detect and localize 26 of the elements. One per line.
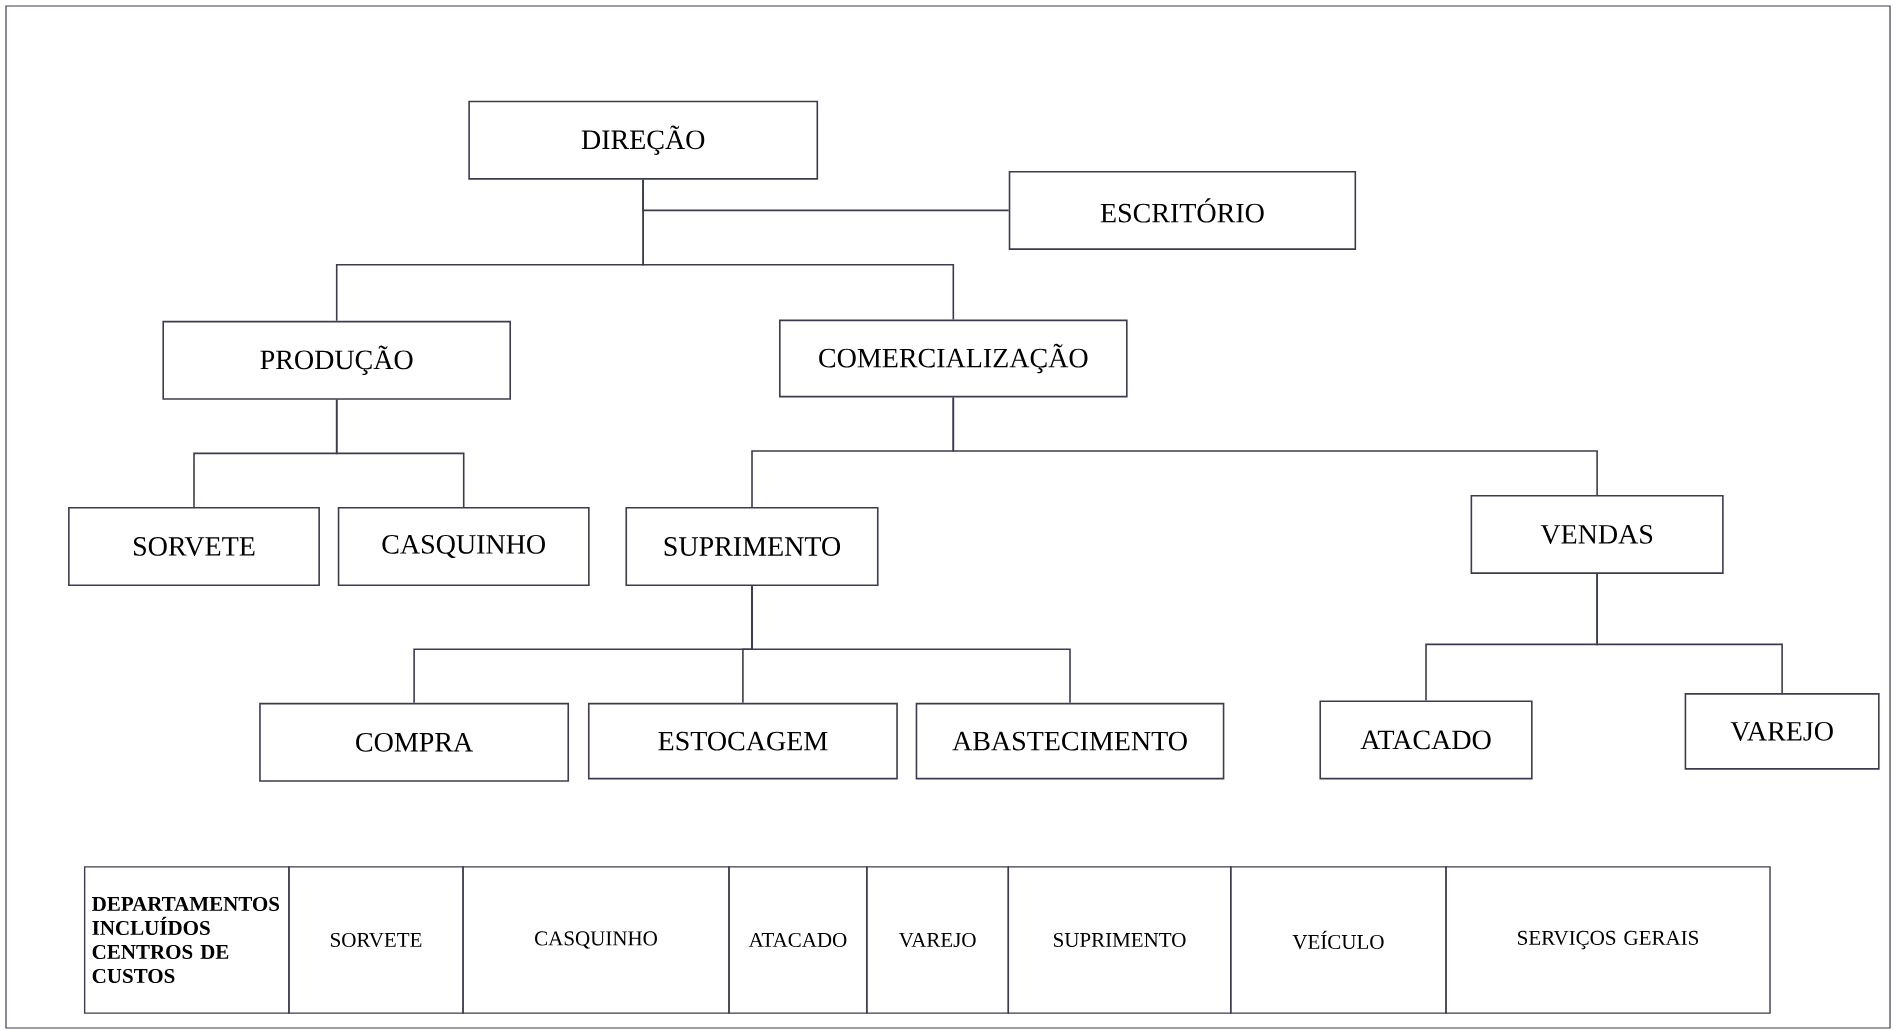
department-box: COMERCIALIZAÇÃO: [779, 319, 1128, 398]
table-cell: VEÍCULO: [1230, 866, 1447, 1014]
connector-line: [335, 399, 465, 508]
connector-line: [952, 396, 1598, 496]
connector-line: [642, 178, 955, 321]
table-cell: ATACADO: [728, 866, 868, 1014]
department-box: PRODUÇÃO: [162, 320, 511, 400]
connector-line: [751, 585, 1071, 704]
department-box: VAREJO: [1684, 693, 1880, 770]
department-box: COMPRA: [259, 702, 570, 782]
table-cell: SERVIÇOS GERAIS: [1445, 866, 1771, 1014]
connector-line: [1596, 573, 1783, 694]
department-box: SUPRIMENTO: [625, 507, 879, 586]
department-box: DIREÇÃO: [468, 100, 819, 180]
department-box: SORVETE: [68, 507, 320, 586]
department-box: CASQUINHO: [337, 507, 590, 586]
table-cell: DEPARTAMENTOS INCLUÍDOS CENTROS DE CUSTOS: [83, 866, 290, 1014]
department-box: ESCRITÓRIO: [1008, 170, 1357, 250]
table-cell: VAREJO: [866, 866, 1010, 1014]
department-box: VENDAS: [1470, 494, 1724, 574]
table-cell: CASQUINHO: [462, 866, 730, 1014]
department-box: ABASTECIMENTO: [915, 702, 1225, 780]
table-cell: SUPRIMENTO: [1007, 866, 1232, 1014]
department-box: ESTOCAGEM: [587, 702, 898, 780]
department-box: ATACADO: [1319, 700, 1533, 780]
table-cell: SORVETE: [288, 866, 464, 1014]
